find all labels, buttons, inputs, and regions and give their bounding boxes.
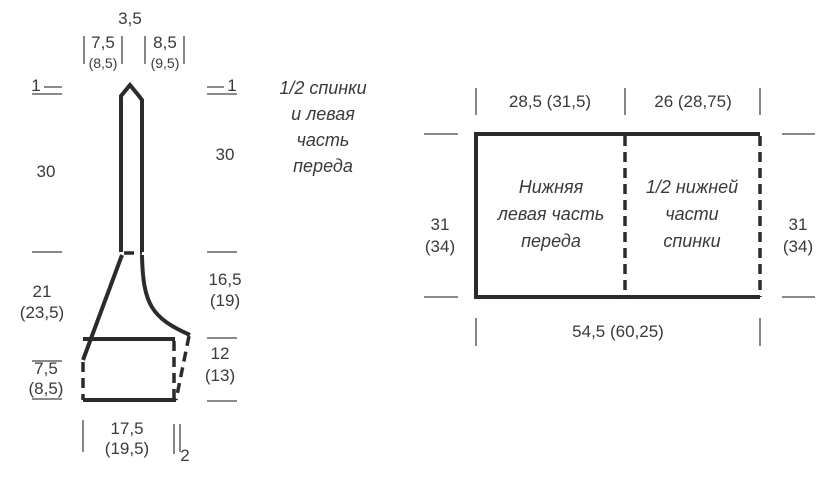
bottom-width-alt-label: (19,5) — [105, 439, 149, 458]
base-right-height: 12 — [211, 344, 230, 363]
height-right-alt: (34) — [783, 237, 813, 256]
caption-line: переда — [293, 156, 353, 176]
bottom-width-label: 17,5 — [110, 419, 143, 438]
strap-outline — [119, 81, 144, 252]
caption-line: и левая — [291, 104, 355, 124]
left-section-label: левая часть — [497, 204, 605, 224]
flare-left-edge — [81, 254, 124, 361]
shoulder-left-alt-label: (8,5) — [89, 55, 118, 71]
right-section-label: 1/2 нижней — [646, 177, 738, 197]
top-left-width: 28,5 (31,5) — [509, 92, 591, 111]
left-section-label: Нижняя — [519, 177, 584, 197]
shoulder-right-alt-label: (9,5) — [151, 55, 180, 71]
height-left-alt: (34) — [425, 237, 455, 256]
caption: 1/2 спинки и левая часть переда — [279, 78, 366, 176]
left-piece-schematic: 3,5 7,5 (8,5) 8,5 (9,5) 1 1 30 30 21 (23… — [20, 9, 242, 465]
strap-right-height: 30 — [216, 145, 235, 164]
flare-right-height-alt: (19) — [210, 291, 240, 310]
panel-outline — [474, 132, 760, 299]
base-slant-dashed — [174, 335, 191, 401]
left-section-label: переда — [521, 231, 581, 251]
bottom-width: 54,5 (60,25) — [572, 322, 664, 341]
flare-right-curve — [140, 254, 191, 337]
flare-left-height: 21 — [33, 282, 52, 301]
height-left: 31 — [431, 215, 450, 234]
caption-line: часть — [297, 130, 350, 150]
right-section-label: спинки — [663, 231, 720, 251]
strap-left-height: 30 — [37, 162, 56, 181]
flare-left-height-alt: (23,5) — [20, 303, 64, 322]
top-left-mark: 1 — [31, 76, 40, 95]
base-right-height-alt: (13) — [205, 366, 235, 385]
height-right: 31 — [789, 215, 808, 234]
base-left-height: 7,5 — [34, 359, 58, 378]
right-piece-schematic: 28,5 (31,5) 26 (28,75) 31 (34) 31 (34) Н… — [424, 88, 815, 346]
neck-width-label: 3,5 — [118, 9, 142, 28]
flare-right-height: 16,5 — [208, 270, 241, 289]
shoulder-left-label: 7,5 — [91, 33, 115, 52]
bottom-extra-label: 2 — [180, 446, 189, 465]
right-section-label: части — [665, 204, 718, 224]
shoulder-right-label: 8,5 — [153, 33, 177, 52]
caption-line: 1/2 спинки — [279, 78, 366, 98]
top-right-width: 26 (28,75) — [654, 92, 732, 111]
base-left-height-alt: (8,5) — [29, 379, 64, 398]
top-right-mark: 1 — [227, 76, 236, 95]
